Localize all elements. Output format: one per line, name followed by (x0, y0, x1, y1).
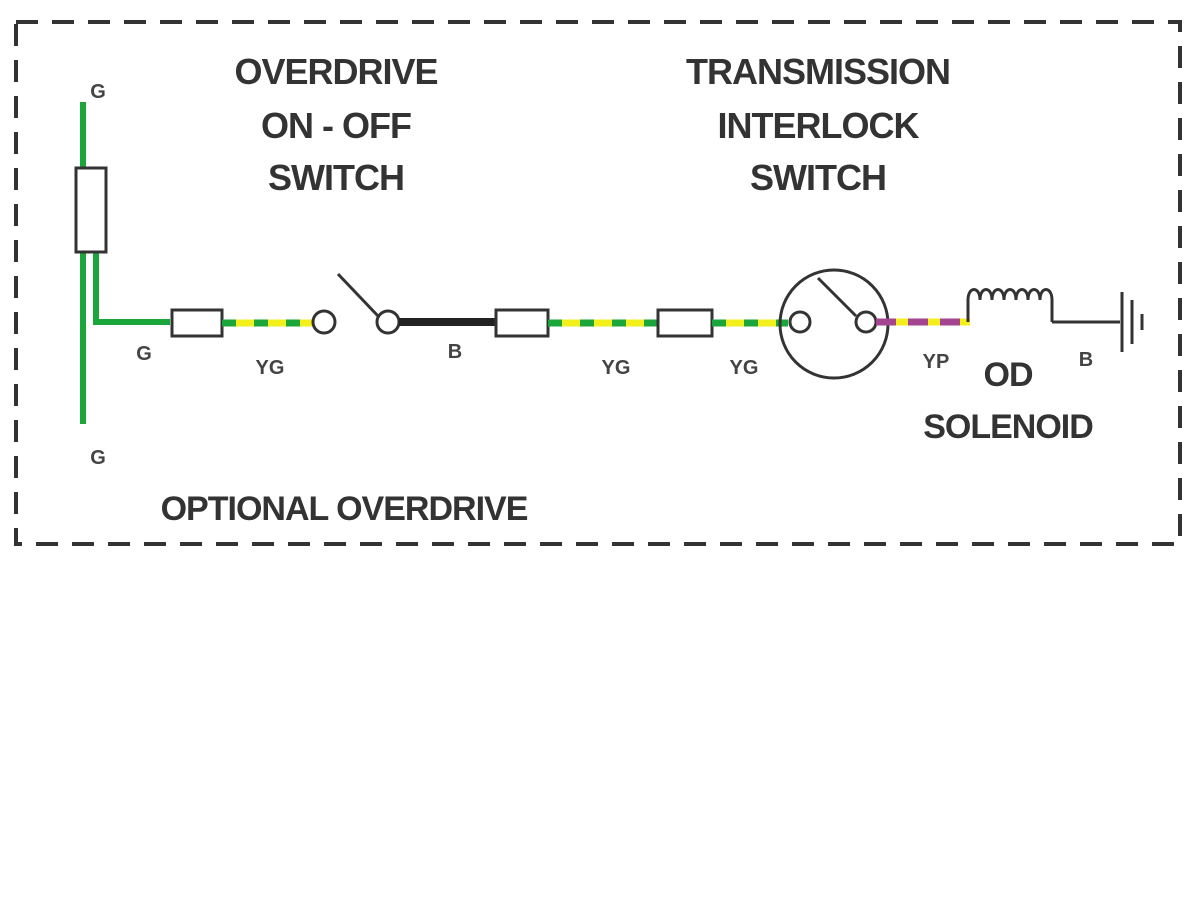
wire-label-yg-2: YG (602, 357, 631, 379)
overdrive-switch-title-line1: OVERDRIVE (234, 51, 437, 92)
vertical-connector (74, 166, 108, 254)
wire-label-yp: YP (923, 351, 950, 373)
overdrive-switch-title-line2: ON - OFF (261, 105, 411, 146)
wire-label-b-2: B (1079, 349, 1093, 371)
od-solenoid-label-line2: SOLENOID (923, 408, 1093, 446)
green-branch-wire (93, 250, 170, 325)
od-solenoid-coil (966, 288, 1054, 322)
connector-1 (170, 308, 224, 338)
connector-2 (494, 308, 550, 338)
overdrive-switch-contact-right (375, 309, 401, 335)
interlock-switch-title-line1: TRANSMISSION (686, 51, 950, 92)
interlock-switch-contact-left (788, 310, 812, 334)
overdrive-switch-contact-left (311, 309, 337, 335)
optional-overdrive-border (14, 20, 1182, 546)
wire-label-yg-3: YG (730, 357, 759, 379)
optional-overdrive-label: OPTIONAL OVERDRIVE (161, 490, 528, 528)
interlock-switch-contact-right (854, 310, 878, 334)
wire-label-g-mid: G (136, 343, 152, 365)
wire-label-b-1: B (448, 341, 462, 363)
interlock-switch-title-line3: SWITCH (750, 157, 886, 198)
wire-label-yg-1: YG (256, 357, 285, 379)
wire-label-g-top: G (90, 81, 106, 103)
overdrive-switch-lever (336, 272, 380, 318)
od-solenoid-label-line1: OD (984, 356, 1033, 394)
wire-label-g-bottom: G (90, 447, 106, 469)
interlock-switch-title-line2: INTERLOCK (718, 105, 920, 146)
overdrive-switch-title-line3: SWITCH (268, 157, 404, 198)
interlock-switch-lever (816, 276, 858, 318)
connector-3 (656, 308, 714, 338)
